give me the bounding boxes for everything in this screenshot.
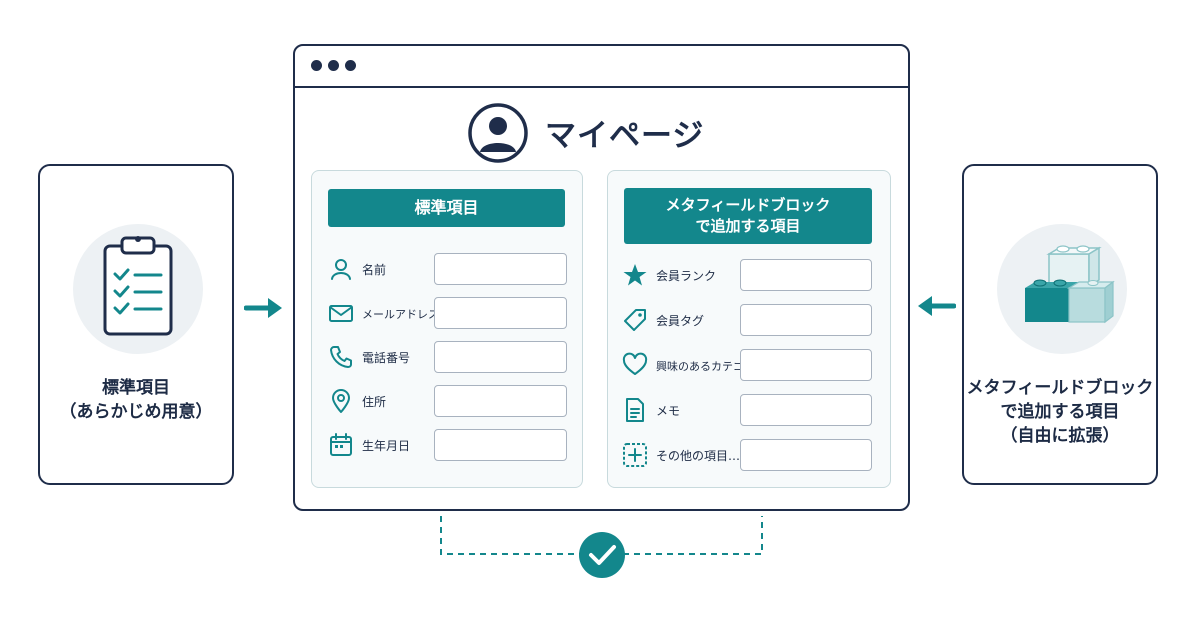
- heart-icon: [622, 352, 648, 375]
- browser-window: マイページ 標準項目 名前 メールアドレス 電話番号: [293, 44, 910, 511]
- window-dot-icon: [328, 60, 339, 71]
- field-row-name: 名前: [312, 253, 582, 287]
- birthday-input[interactable]: [434, 429, 567, 461]
- metafield-panel-header: メタフィールドブロック で追加する項目: [624, 188, 872, 244]
- star-icon: [623, 264, 647, 286]
- field-row-member-tag: 会員タグ: [608, 304, 890, 338]
- page-title: マイページ: [545, 118, 705, 154]
- clipboard-icon-circle: [73, 224, 203, 354]
- calendar-icon: [330, 433, 352, 456]
- tag-icon: [624, 309, 646, 331]
- standard-panel-header: 標準項目: [328, 189, 565, 227]
- field-label: 興味のあるカテゴリ: [656, 360, 755, 373]
- window-dot-icon: [345, 60, 356, 71]
- location-pin-icon: [332, 389, 350, 413]
- field-row-memo: メモ: [608, 394, 890, 428]
- field-row-other-items: その他の項目…: [608, 439, 890, 473]
- field-label: 生年月日: [362, 439, 411, 453]
- person-icon: [331, 259, 351, 280]
- stacked-blocks-icon: [1025, 245, 1115, 324]
- member-tag-input[interactable]: [740, 304, 872, 336]
- add-box-icon: [623, 443, 647, 467]
- arrow-right-icon: [244, 298, 282, 318]
- window-dot-icon: [311, 60, 322, 71]
- field-label: 住所: [362, 395, 387, 409]
- check-circle-icon: [579, 532, 625, 578]
- document-icon: [626, 398, 644, 422]
- field-label: 会員タグ: [656, 314, 705, 328]
- metafield-items-caption: メタフィールドブロック で追加する項目 （自由に拡張）: [964, 376, 1156, 448]
- field-label: 電話番号: [362, 351, 411, 365]
- caption-line: （自由に拡張）: [1000, 426, 1120, 446]
- blocks-icon-circle: [997, 224, 1127, 354]
- member-rank-input[interactable]: [740, 259, 872, 291]
- metafield-items-card: メタフィールドブロック で追加する項目 （自由に拡張）: [962, 164, 1158, 485]
- field-row-phone: 電話番号: [312, 341, 582, 375]
- phone-input[interactable]: [434, 341, 567, 373]
- header-line: で追加する項目: [695, 217, 801, 235]
- field-label: メモ: [656, 404, 681, 418]
- field-row-birthday: 生年月日: [312, 429, 582, 463]
- field-row-email: メールアドレス: [312, 297, 582, 331]
- window-titlebar: [295, 46, 908, 88]
- field-label: その他の項目…: [656, 449, 741, 463]
- field-label: メールアドレス: [362, 308, 439, 321]
- caption-line: メタフィールドブロック: [966, 378, 1154, 398]
- phone-icon: [330, 346, 352, 368]
- standard-items-caption: 標準項目 （あらかじめ用意）: [40, 376, 232, 424]
- metafield-fields-panel: メタフィールドブロック で追加する項目 会員ランク 会員タグ 興味のあるカテゴリ: [607, 170, 891, 488]
- caption-line: で追加する項目: [1000, 402, 1120, 422]
- field-label: 会員ランク: [656, 269, 717, 283]
- field-label: 名前: [362, 263, 387, 277]
- header-line: メタフィールドブロック: [665, 196, 831, 214]
- email-input[interactable]: [434, 297, 567, 329]
- address-input[interactable]: [434, 385, 567, 417]
- arrow-left-icon: [918, 296, 956, 316]
- field-row-address: 住所: [312, 385, 582, 419]
- field-row-member-rank: 会員ランク: [608, 259, 890, 293]
- caption-line: （あらかじめ用意）: [59, 402, 213, 422]
- caption-line: 標準項目: [102, 378, 170, 398]
- user-avatar-icon: [468, 103, 528, 163]
- clipboard-checklist-icon: [103, 236, 173, 336]
- name-input[interactable]: [434, 253, 567, 285]
- memo-input[interactable]: [740, 394, 872, 426]
- standard-fields-panel: 標準項目 名前 メールアドレス 電話番号: [311, 170, 583, 488]
- interest-category-input[interactable]: [740, 349, 872, 381]
- mail-icon: [329, 305, 353, 322]
- field-row-interest-category: 興味のあるカテゴリ: [608, 349, 890, 383]
- other-items-input[interactable]: [740, 439, 872, 471]
- standard-items-card: 標準項目 （あらかじめ用意）: [38, 164, 234, 485]
